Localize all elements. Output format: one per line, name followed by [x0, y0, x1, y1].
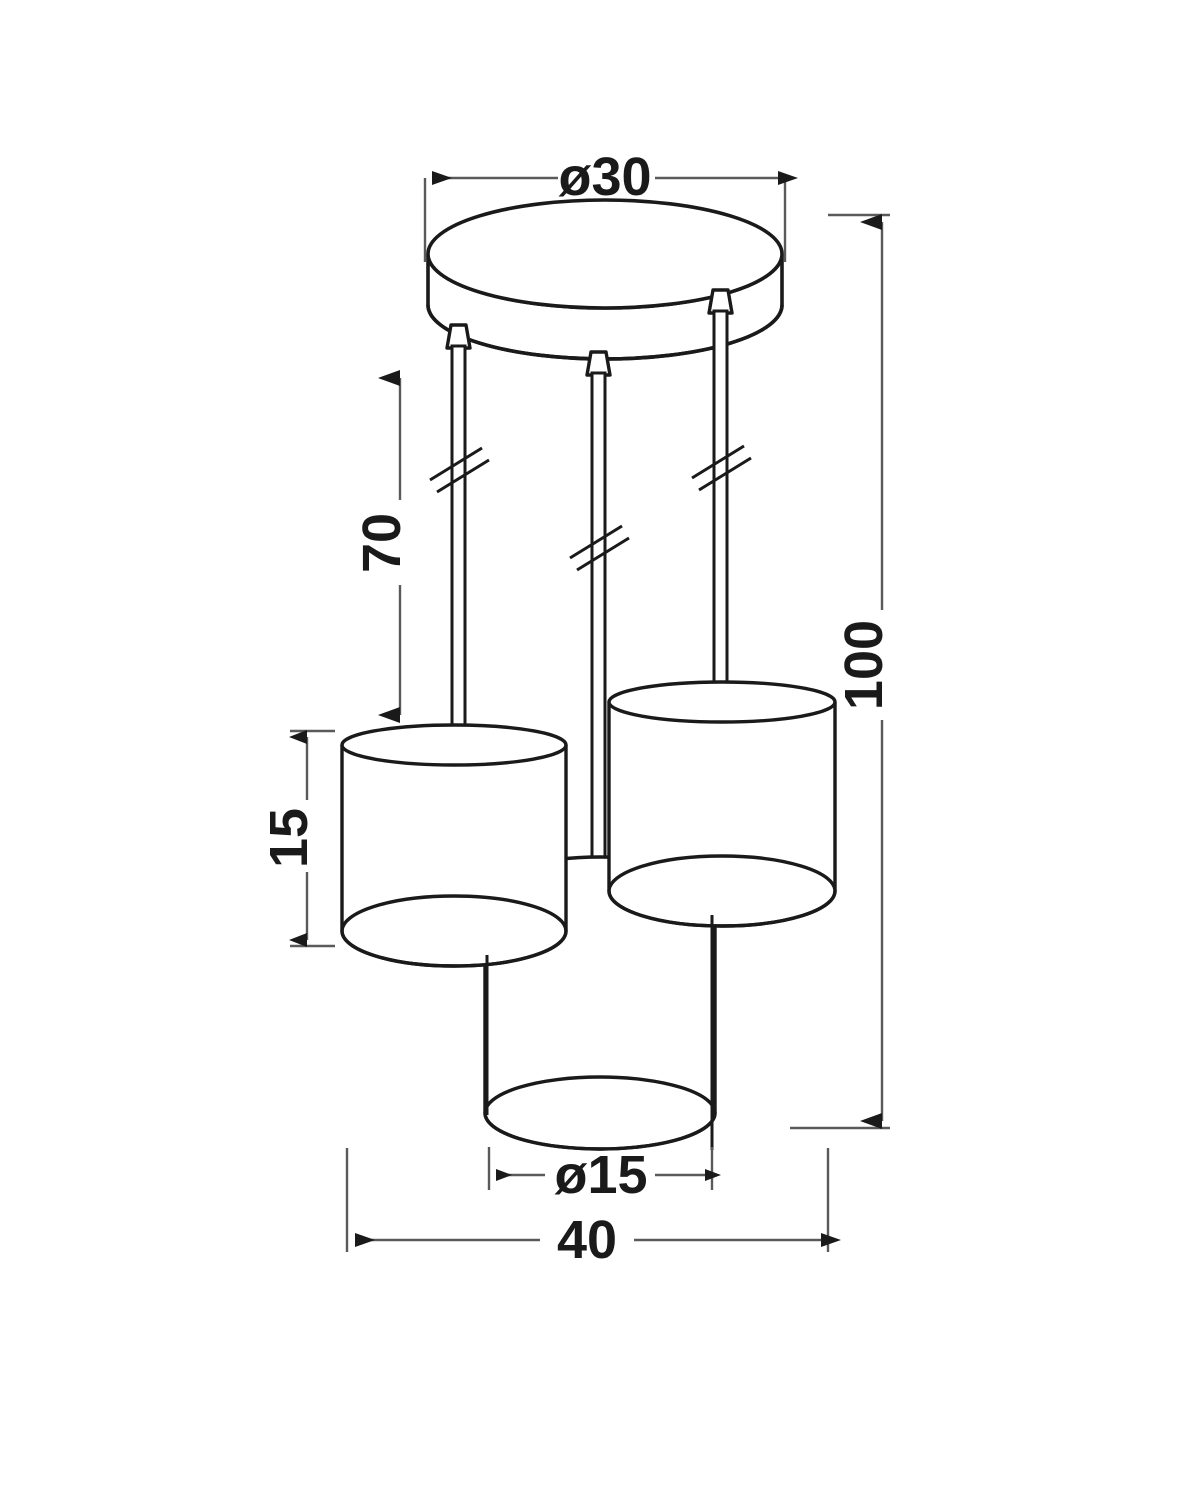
cable-break-mark-group — [429, 444, 752, 572]
right-shade-bottom-ellipse — [607, 854, 837, 928]
dim-label-shade-diameter: ø15 — [554, 1145, 647, 1205]
dim-label-cable-drop: 70 — [352, 513, 412, 573]
right-shade-top-ellipse — [607, 680, 837, 724]
ceiling-canopy-plate — [426, 198, 784, 361]
dimension-shade-height: 15 — [259, 729, 335, 948]
cable-break-mark-right — [691, 444, 752, 492]
canopy-top-ellipse — [426, 198, 784, 310]
dim-label-overall-width: 40 — [557, 1210, 617, 1270]
suspension-cable-right — [712, 309, 729, 693]
dim-label-canopy-diameter: ø30 — [558, 147, 651, 207]
suspension-cable-left — [450, 344, 467, 733]
suspension-cable-center — [590, 371, 607, 897]
dim-label-shade-height: 15 — [259, 808, 319, 868]
left-shade-body — [340, 745, 568, 968]
dimension-overall-width: 40 — [345, 1148, 841, 1270]
right-shade-body — [607, 702, 837, 928]
dimension-total-height: 100 — [790, 213, 894, 1130]
front-shade-bottom-ellipse — [483, 1075, 717, 1151]
cable-break-mark-left — [429, 446, 490, 494]
dimension-shade-diameter: ø15 — [487, 1145, 721, 1205]
dimension-canopy-diameter: ø30 — [423, 147, 798, 262]
left-shade-bottom-ellipse — [340, 894, 568, 968]
left-shade-top-ellipse — [340, 723, 568, 767]
dim-label-total-height: 100 — [834, 620, 894, 710]
shade-stem-group — [485, 915, 714, 1150]
cylinder-lamp-shade-right — [607, 680, 837, 928]
cylinder-lamp-shade-left — [340, 723, 568, 968]
dimension-cable-drop: 70 — [352, 370, 412, 723]
cable-break-mark-center — [569, 524, 630, 572]
